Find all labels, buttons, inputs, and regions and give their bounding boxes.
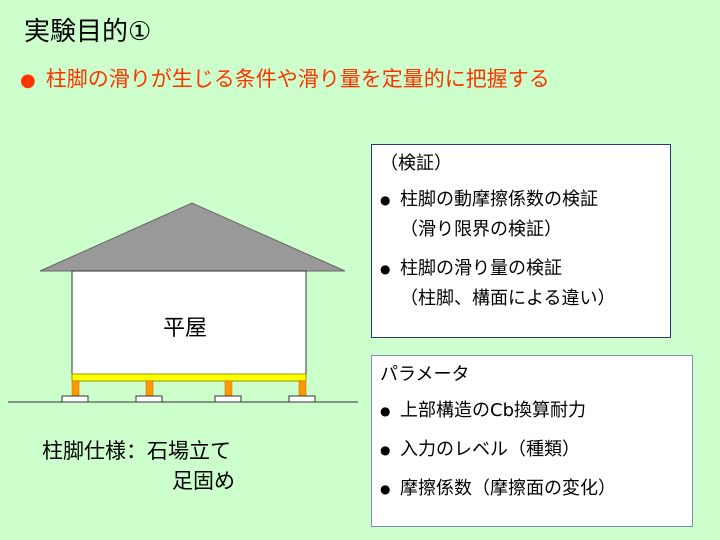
subtitle-text: 柱脚の滑りが生じる条件や滑り量を定量的に把握する bbox=[45, 67, 550, 91]
parameter-box: パラメータ ● 上部構造のCb換算耐力 ● 入力のレベル（種類） ● 摩擦係数（… bbox=[371, 355, 693, 527]
post bbox=[145, 380, 154, 399]
foundation-stone bbox=[61, 395, 89, 403]
item-line2: （柱脚、構面による違い） bbox=[400, 288, 616, 309]
parameter-heading: パラメータ bbox=[380, 364, 470, 385]
bullet-icon: ● bbox=[380, 193, 391, 207]
list-item: ● 柱脚の滑り量の検証 （柱脚、構面による違い） bbox=[380, 254, 662, 314]
floor-beam bbox=[71, 373, 307, 382]
post bbox=[298, 380, 307, 399]
spec-line2: 足固め bbox=[172, 469, 235, 493]
item-line2: （滑り限界の検証） bbox=[400, 219, 562, 240]
item-line1: 柱脚の滑り量の検証 bbox=[400, 258, 562, 279]
wall bbox=[71, 270, 307, 375]
bullet-icon: ● bbox=[380, 404, 391, 418]
house-diagram bbox=[8, 202, 358, 403]
verification-box: （検証） ● 柱脚の動摩擦係数の検証 （滑り限界の検証） ● 柱脚の滑り量の検証… bbox=[371, 144, 671, 338]
list-item: ● 摩擦係数（摩擦面の変化） bbox=[380, 474, 684, 504]
spec-label: 柱脚仕様：石場立て bbox=[42, 439, 231, 463]
list-item: ● 入力のレベル（種類） bbox=[380, 435, 684, 465]
bullet-icon: ● bbox=[380, 262, 391, 276]
list-item: ● 上部構造のCb換算耐力 bbox=[380, 396, 684, 426]
column-base-spec: 柱脚仕様：石場立て 足固め bbox=[42, 436, 235, 496]
item-line1: 柱脚の動摩擦係数の検証 bbox=[400, 189, 598, 210]
bullet-icon: ● bbox=[380, 482, 391, 496]
foundation-stone bbox=[214, 395, 242, 403]
param-item: 入力のレベル（種類） bbox=[400, 439, 580, 460]
bullet-icon: ● bbox=[20, 70, 36, 91]
post bbox=[71, 380, 80, 399]
room-label: 平屋 bbox=[163, 316, 208, 341]
slide-title: 実験目的① bbox=[24, 17, 152, 47]
foundation-stone bbox=[288, 395, 316, 403]
verification-heading: （検証） bbox=[380, 153, 452, 174]
roof bbox=[39, 202, 346, 272]
slide-subtitle: ● 柱脚の滑りが生じる条件や滑り量を定量的に把握する bbox=[20, 64, 550, 96]
bullet-icon: ● bbox=[380, 443, 391, 457]
post bbox=[224, 380, 233, 399]
param-item: 摩擦係数（摩擦面の変化） bbox=[400, 478, 616, 499]
list-item: ● 柱脚の動摩擦係数の検証 （滑り限界の検証） bbox=[380, 185, 662, 245]
foundation-stone bbox=[135, 395, 163, 403]
param-item: 上部構造のCb換算耐力 bbox=[400, 400, 586, 421]
